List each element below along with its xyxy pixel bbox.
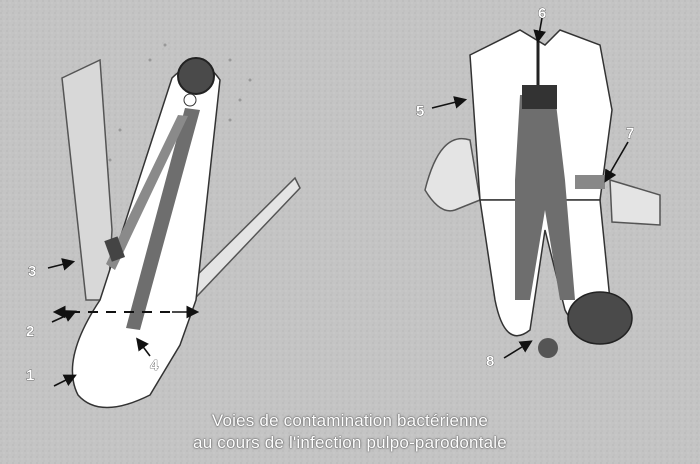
furcation-lesion (538, 338, 558, 358)
apical-lesion (178, 58, 214, 94)
label-5: 5 (416, 103, 424, 120)
label-4: 4 (150, 357, 159, 374)
apical-foramen (184, 94, 196, 106)
label-2: 2 (26, 323, 34, 340)
label-1: 1 (26, 367, 34, 384)
label-3: 3 (28, 263, 36, 280)
caption-line-2: au cours de l'infection pulpo-parodontal… (0, 433, 700, 453)
label-6: 6 (538, 5, 546, 22)
lateral-canal (575, 175, 605, 189)
restoration (522, 85, 557, 109)
label-7: 7 (626, 125, 634, 142)
caption-line-1: Voies de contamination bactérienne (0, 411, 700, 431)
periapical-lesion (568, 292, 632, 344)
label-8: 8 (486, 353, 494, 370)
